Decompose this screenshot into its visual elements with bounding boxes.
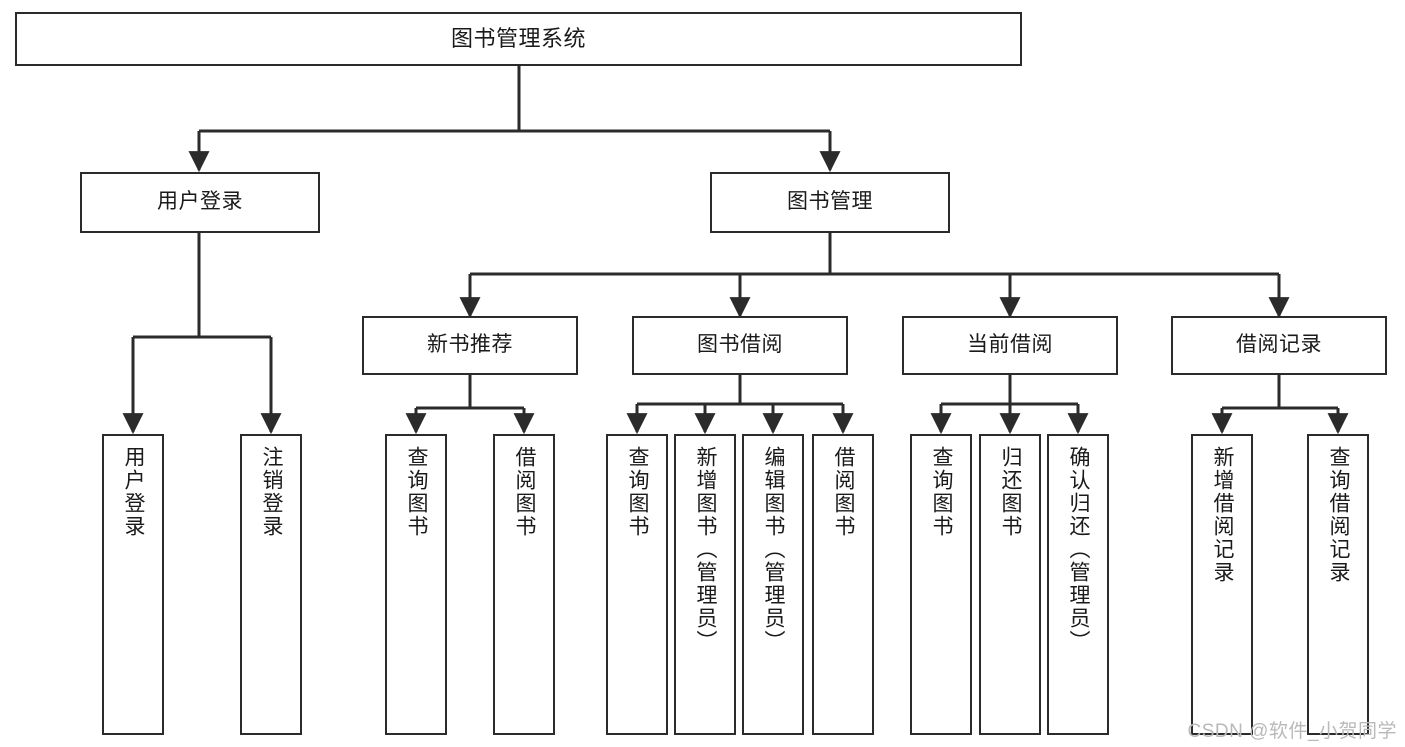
node-label: 当前借阅 [967, 333, 1053, 357]
node-label: 借阅图书 [513, 446, 537, 538]
node-label: 借阅图书 [832, 446, 856, 538]
node-label: 图书管理系统 [450, 26, 586, 52]
node-label: 新增借阅记录 [1211, 446, 1235, 584]
node-user-login[interactable]: 用户登录 [80, 172, 320, 233]
node-label: 查询图书 [930, 446, 954, 538]
leaf-new-book-query-book[interactable]: 查询图书 [385, 434, 447, 735]
leaf-user-login-logout[interactable]: 注销登录 [240, 434, 302, 735]
node-label: 图书借阅 [697, 333, 783, 357]
node-new-book-recommendation[interactable]: 新书推荐 [362, 316, 578, 375]
node-label: 用户登录 [157, 190, 243, 214]
leaf-current-borrow-confirm-return-admin[interactable]: 确认归还（管理员） [1047, 434, 1109, 735]
leaf-book-borrow-query-book[interactable]: 查询图书 [606, 434, 668, 735]
node-current-borrowing[interactable]: 当前借阅 [902, 316, 1118, 375]
leaf-borrow-record-query-record[interactable]: 查询借阅记录 [1307, 434, 1369, 735]
csdn-watermark: CSDN @软件_小贺同学 [1187, 721, 1397, 742]
leaf-current-borrow-query-book[interactable]: 查询图书 [910, 434, 972, 735]
leaf-new-book-borrow-book[interactable]: 借阅图书 [493, 434, 555, 735]
node-label: 用户登录 [122, 446, 146, 538]
node-label: 归还图书 [999, 446, 1023, 538]
node-label: 查询图书 [626, 446, 650, 538]
leaf-book-borrow-edit-book-admin[interactable]: 编辑图书（管理员） [742, 434, 804, 735]
node-label: 注销登录 [260, 446, 284, 538]
node-book-management[interactable]: 图书管理 [710, 172, 950, 233]
leaf-current-borrow-return-book[interactable]: 归还图书 [979, 434, 1041, 735]
leaf-user-login-login[interactable]: 用户登录 [102, 434, 164, 735]
node-label: 查询借阅记录 [1327, 446, 1351, 584]
node-label: 新书推荐 [427, 333, 513, 357]
leaf-book-borrow-borrow-book[interactable]: 借阅图书 [812, 434, 874, 735]
node-label: 借阅记录 [1236, 333, 1322, 357]
node-label: 编辑图书（管理员） [762, 446, 786, 653]
node-borrowing-record[interactable]: 借阅记录 [1171, 316, 1387, 375]
node-label: 新增图书（管理员） [694, 446, 718, 653]
leaf-book-borrow-add-book-admin[interactable]: 新增图书（管理员） [674, 434, 736, 735]
leaf-borrow-record-add-record[interactable]: 新增借阅记录 [1191, 434, 1253, 735]
node-label: 确认归还（管理员） [1067, 446, 1091, 653]
node-root-book-management-system[interactable]: 图书管理系统 [15, 12, 1022, 66]
node-book-borrowing[interactable]: 图书借阅 [632, 316, 848, 375]
node-label: 查询图书 [405, 446, 429, 538]
node-label: 图书管理 [787, 190, 873, 214]
